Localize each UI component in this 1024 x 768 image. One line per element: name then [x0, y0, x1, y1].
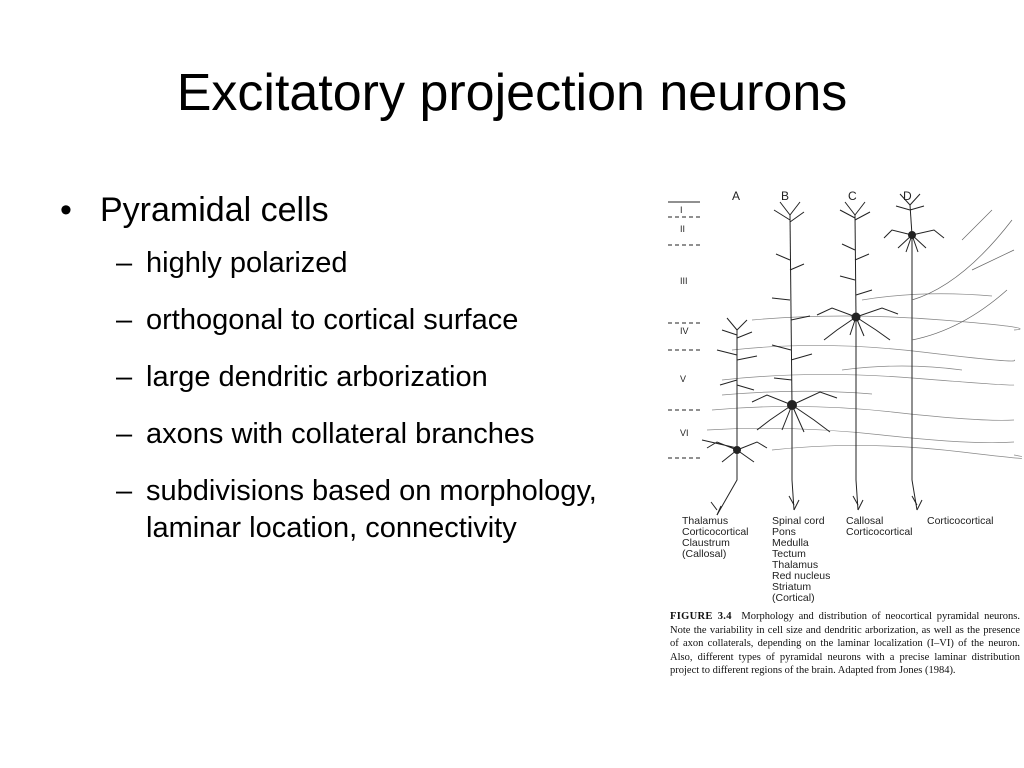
cell-label-c: C	[848, 189, 857, 203]
cell-label-a: A	[732, 189, 740, 203]
layer-label-iii: III	[680, 276, 688, 286]
main-bullet-text: Pyramidal cells	[100, 191, 329, 229]
sub-bullet-text: highly polarized	[146, 246, 348, 279]
main-bullet: • Pyramidal cells	[60, 190, 640, 231]
layer-label-v: V	[680, 374, 686, 384]
neuron-d	[883, 193, 1015, 511]
target-b-2: Pons	[772, 526, 796, 538]
slide-title: Excitatory projection neurons	[176, 64, 848, 122]
neuron-diagram: A B C D I II III IV V VI	[668, 189, 1022, 604]
target-b-4: Tectum	[772, 548, 806, 560]
sub-bullet: –axons with collateral branches	[60, 416, 536, 453]
layer-label-i: I	[680, 205, 683, 215]
target-b-7: Striatum	[772, 581, 811, 593]
target-d-1: Corticocortical	[927, 515, 994, 527]
cell-label-b: B	[781, 189, 789, 203]
figure-caption: FIGURE 3.4 Morphology and distribution o…	[670, 610, 1020, 678]
sub-bullet: –subdivisions based on morphology, lamin…	[60, 473, 646, 547]
layer-label-vi: VI	[680, 428, 689, 438]
bullet-dot-icon: •	[60, 191, 72, 229]
sub-bullet: –orthogonal to cortical surface	[60, 302, 640, 339]
target-c-1: Callosal	[846, 515, 883, 527]
target-b-3: Medulla	[772, 537, 809, 549]
target-b-5: Thalamus	[772, 559, 818, 571]
dash-icon: –	[116, 360, 133, 393]
layer-boundaries	[668, 201, 700, 459]
dash-icon: –	[116, 303, 133, 336]
sub-bullet-text: axons with collateral branches	[146, 417, 535, 450]
neuron-a	[701, 317, 768, 516]
target-a-1: Thalamus	[682, 515, 728, 527]
sub-bullet: –large dendritic arborization	[60, 359, 640, 396]
sub-bullet: –highly polarized	[60, 245, 640, 282]
axon-collaterals	[706, 293, 1022, 459]
target-a-3: Claustrum	[682, 537, 730, 549]
layer-label-ii: II	[680, 224, 685, 234]
projection-targets: Thalamus Corticocortical Claustrum (Call…	[682, 515, 994, 604]
layer-label-iv: IV	[680, 326, 689, 336]
neuron-b	[751, 201, 838, 511]
dash-icon: –	[116, 474, 133, 507]
target-b-6: Red nucleus	[772, 570, 830, 582]
target-a-4: (Callosal)	[682, 548, 726, 560]
cell-label-d: D	[903, 189, 912, 203]
caption-label: FIGURE 3.4	[670, 611, 732, 622]
sub-bullet-text: subdivisions based on morphology, lamina…	[146, 474, 597, 544]
caption-text: Morphology and distribution of neocortic…	[670, 611, 1021, 677]
pyramidal-neuron-figure: A B C D I II III IV V VI	[662, 180, 1022, 710]
dash-icon: –	[116, 417, 133, 450]
dash-icon: –	[116, 246, 133, 279]
target-c-2: Corticocortical	[846, 526, 913, 538]
bullet-list: • Pyramidal cells –highly polarized –ort…	[60, 190, 640, 567]
sub-bullet-list: –highly polarized –orthogonal to cortica…	[60, 245, 640, 547]
target-b-1: Spinal cord	[772, 515, 825, 527]
sub-bullet-text: large dendritic arborization	[146, 360, 488, 393]
target-a-2: Corticocortical	[682, 526, 749, 538]
target-b-8: (Cortical)	[772, 592, 815, 604]
neuron-c	[816, 201, 899, 511]
sub-bullet-text: orthogonal to cortical surface	[146, 303, 519, 336]
